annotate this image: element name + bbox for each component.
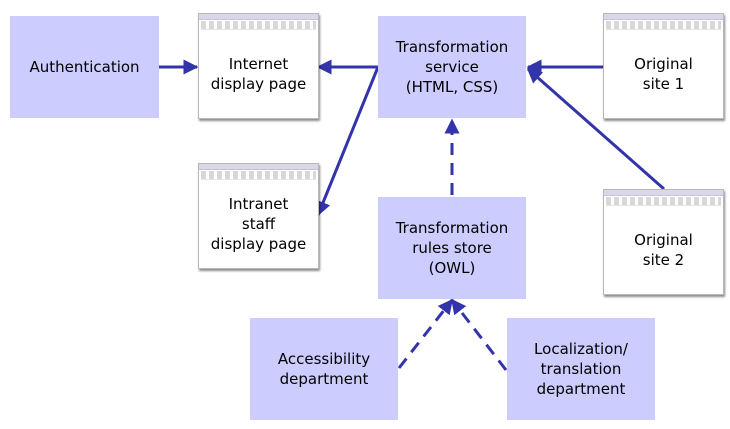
window-toolbar [606,197,721,206]
window-toolbar [606,21,721,30]
window-titlebar [604,14,723,20]
intranet-display-page-window: Intranet staff display page [198,163,319,269]
arrow-accessibility-to-rules [397,298,454,369]
internet-display-page-label: Internet display page [210,55,307,93]
intranet-display-page-label: Intranet staff display page [210,195,307,253]
authentication-box: Authentication [10,16,159,118]
localization-department-box: Localization/ translation department [507,318,655,420]
localization-department-label: Localization/ translation department [534,340,628,398]
arrow-service-to-intranet [316,66,380,217]
original-site-2-label: Original site 2 [634,231,693,269]
internet-display-page-window: Internet display page [198,13,319,119]
original-site-2-window: Original site 2 [603,189,724,295]
arrow-site2-to-service [526,67,665,191]
transformation-rules-store-label: Transformation rules store (OWL) [395,219,509,277]
transformation-service-box: Transformation service (HTML, CSS) [378,16,526,118]
arrow-localization-to-rules [450,298,508,371]
transformation-service-label: Transformation service (HTML, CSS) [395,38,509,96]
authentication-label: Authentication [29,58,140,76]
accessibility-department-label: Accessibility department [277,350,371,388]
window-titlebar [199,164,318,170]
original-site-1-window: Original site 1 [603,13,724,119]
window-toolbar [201,171,316,180]
accessibility-department-box: Accessibility department [250,318,398,420]
transformation-rules-store-box: Transformation rules store (OWL) [378,197,526,299]
window-titlebar [604,190,723,196]
original-site-1-label: Original site 1 [634,55,693,93]
window-toolbar [201,21,316,30]
window-titlebar [199,14,318,20]
